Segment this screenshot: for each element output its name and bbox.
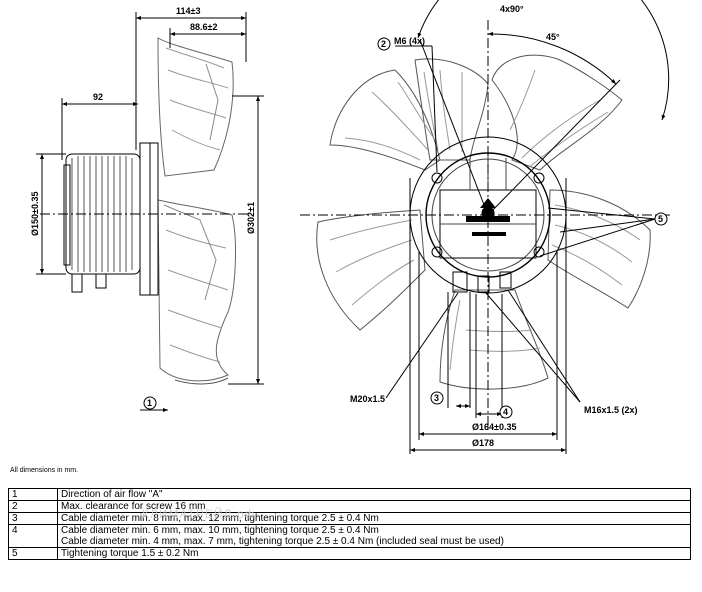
dim-angle-total: 4x90° [500, 4, 524, 14]
dim-thread-mount: M6 (4x) [394, 36, 425, 46]
angle-arc-half [487, 31, 617, 85]
side-blade [157, 37, 234, 177]
legend-number: 5 [8, 547, 58, 560]
dim-gland-large: M20x1.5 [350, 394, 385, 404]
front-blade-right [547, 189, 651, 309]
dim-hole-circle: Ø164±0.35 [472, 422, 516, 432]
legend-number: 3 [8, 512, 58, 525]
legend-text: Tightening torque 1.5 ± 0.2 Nm [57, 547, 691, 560]
technical-drawing: 114±3 88.6±2 92 Ø150±0.35 Ø302±1 1 [30, 0, 670, 454]
front-blade-left [316, 209, 426, 331]
side-cable-gland [71, 273, 83, 293]
legend-text: Direction of air flow "A" [57, 488, 691, 501]
front-cable-gland-small [499, 271, 512, 289]
dim-angle-half: 45° [546, 32, 560, 42]
dim-side-total: 114±3 [176, 6, 200, 16]
side-blade [157, 199, 236, 382]
side-view [36, 12, 264, 412]
dim-impeller-dia: Ø302±1 [246, 202, 256, 234]
legend-text: Cable diameter min. 6 mm, max. 10 mm, ti… [57, 524, 691, 548]
callout-5: 5 [654, 212, 668, 226]
svg-text:5: 5 [658, 214, 663, 224]
dim-side-motor: 92 [93, 92, 103, 102]
legend-line: Cable diameter min. 4 mm, max. 7 mm, tig… [61, 536, 504, 547]
callout-1: 1 [143, 396, 157, 410]
legend-line: Cable diameter min. 8 mm, max. 12 mm, ti… [61, 513, 379, 524]
legend-line: Max. clearance for screw 16 mm [61, 501, 206, 512]
watermark: КЛИМАТРЕЙД.рф [142, 507, 256, 521]
front-cable-gland-small [477, 275, 490, 293]
callout-2: 2 [377, 37, 391, 51]
units-note: All dimensions in mm. [10, 467, 79, 474]
front-cable-gland-large [452, 271, 468, 293]
svg-text:2: 2 [381, 39, 386, 49]
svg-text:1: 1 [147, 398, 152, 408]
svg-text:4: 4 [503, 407, 508, 417]
dim-outer-mount: Ø178 [472, 438, 494, 448]
dim-gland-small: M16x1.5 (2x) [584, 405, 638, 415]
legend-number: 2 [8, 500, 58, 513]
front-view [300, 0, 670, 454]
angle-arc-total [417, 0, 670, 121]
callout-3: 3 [430, 391, 444, 405]
front-blade-top [414, 58, 489, 161]
legend-line: Tightening torque 1.5 ± 0.2 Nm [61, 548, 199, 559]
front-blade-bottom [439, 289, 549, 390]
svg-text:3: 3 [434, 393, 439, 403]
brand-logo [466, 198, 510, 236]
legend-line: Direction of air flow "A" [61, 489, 163, 500]
legend-number: 4 [8, 524, 58, 548]
legend-line: Cable diameter min. 6 mm, max. 10 mm, ti… [61, 525, 379, 536]
dim-motor-dia: Ø150±0.35 [30, 192, 40, 236]
callout-4: 4 [499, 405, 513, 419]
side-cable-gland [95, 273, 107, 289]
side-mount-plate [139, 142, 159, 296]
dim-side-inner: 88.6±2 [190, 22, 217, 32]
legend-number: 1 [8, 488, 58, 501]
